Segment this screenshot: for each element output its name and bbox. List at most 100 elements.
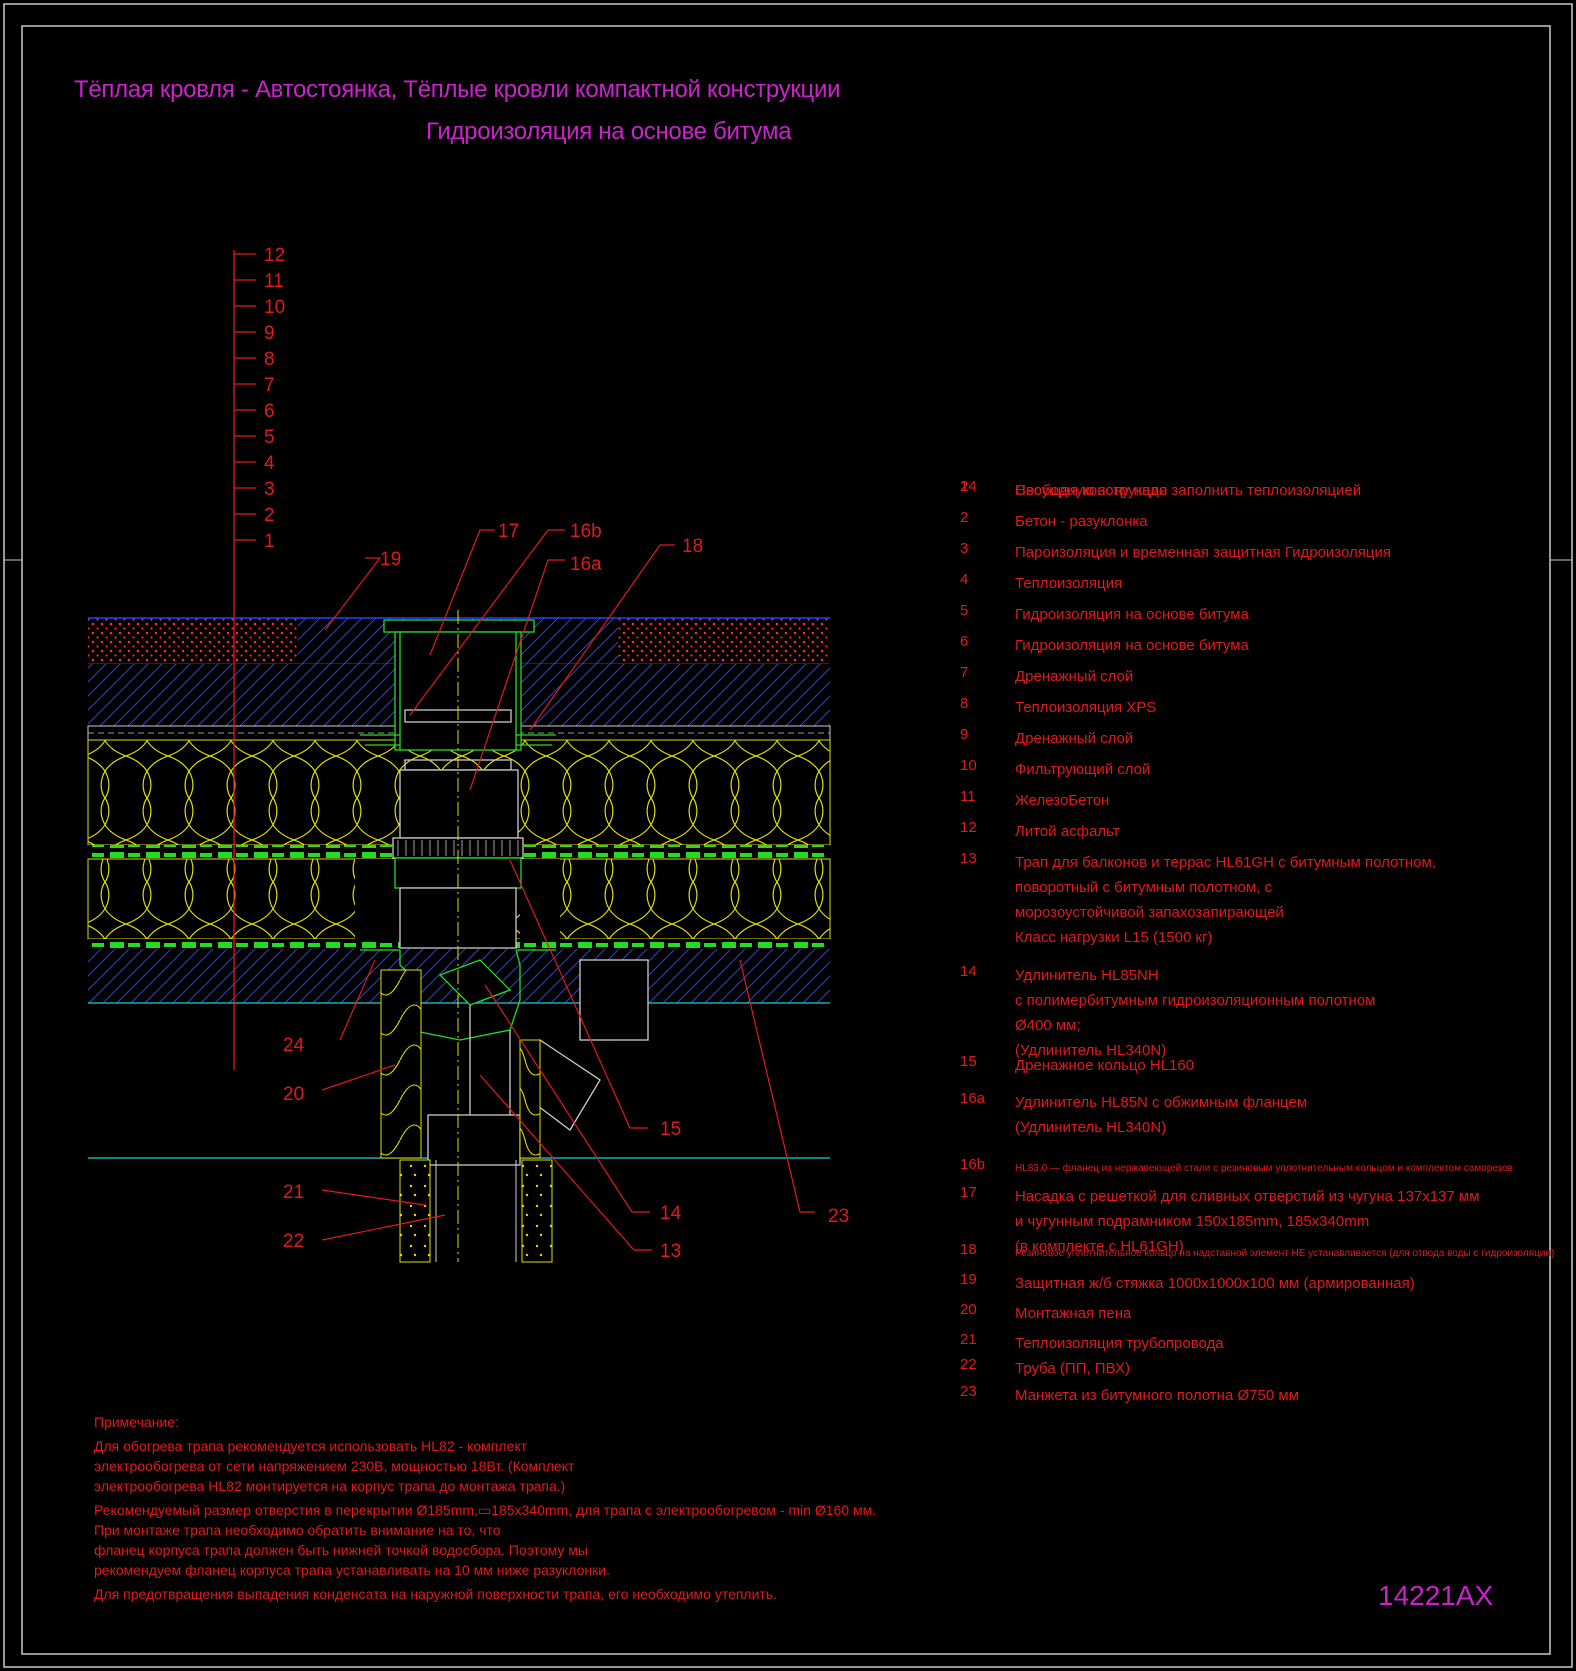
layer-mark-3: 3 xyxy=(264,479,275,500)
legend-item-line: (Удлинитель HL340N) xyxy=(1015,1042,1167,1059)
legend-item-line: и чугунным подрамником 150x185mm, 185x34… xyxy=(1015,1213,1370,1230)
callout-21: 21 xyxy=(283,1182,304,1203)
legend-item-line: (в комплекте с HL61GH) xyxy=(1015,1238,1184,1255)
callout-16a: 16a xyxy=(570,554,602,575)
legend-item-line: Теплоизоляция XPS xyxy=(1015,699,1157,716)
legend-item-text: Фильтрующий слой xyxy=(1015,757,1150,782)
legend-item-line: Труба (ПП, ПВХ) xyxy=(1015,1360,1130,1377)
legend-item-number: 17 xyxy=(960,1184,977,1201)
legend-item-text: Удлинитель HL85N с обжимным фланцем(Удли… xyxy=(1015,1090,1307,1140)
legend-item-number: 15 xyxy=(960,1053,977,1070)
inner-frame xyxy=(21,25,1551,1655)
legend-item-text: HL83.0 — фланец из нержавеющей стали с р… xyxy=(1015,1156,1513,1181)
layer-mark-7: 7 xyxy=(264,375,275,396)
legend-item-number: 4 xyxy=(960,571,969,588)
legend-item-number: 21 xyxy=(960,1331,977,1348)
layer-mark-4: 4 xyxy=(264,453,275,474)
legend-item-text: Теплоизоляция трубопровода xyxy=(1015,1331,1224,1356)
drawing-code: 14221AX xyxy=(1378,1580,1494,1611)
legend-item-text: Гидроизоляция на основе битума xyxy=(1015,633,1249,658)
legend-item-line: с полимербитумным гидроизоляционным поло… xyxy=(1015,992,1376,1009)
legend-item-text: Пароизоляция и временная защитная Гидрои… xyxy=(1015,540,1391,565)
legend-item-line: Класс нагрузки L15 (1500 кг) xyxy=(1015,929,1213,946)
layer-mark-9: 9 xyxy=(264,323,275,344)
legend-item-text: Дренажный слой xyxy=(1015,726,1133,751)
callout-18: 18 xyxy=(682,536,703,557)
legend-item-number: 13 xyxy=(960,850,977,867)
legend-item-number: 6 xyxy=(960,633,969,650)
legend-item-line: Дренажный слой xyxy=(1015,668,1134,685)
legend-item-line: Насадка с решеткой для сливных отверстий… xyxy=(1015,1188,1480,1205)
legend-item-number: 20 xyxy=(960,1301,977,1318)
legend-item-text: Резиновое уплотнительное кольцо на надст… xyxy=(1015,1241,1554,1266)
legend-item-text: Теплоизоляция XPS xyxy=(1015,695,1156,720)
legend-item-number: 7 xyxy=(960,664,969,681)
layer-mark-5: 5 xyxy=(264,427,275,448)
legend-item-line: Теплоизоляция трубопровода xyxy=(1015,1335,1224,1352)
legend-item-text: Бетон - разуклонка xyxy=(1015,509,1148,534)
legend-item-line: (Удлинитель HL340N) xyxy=(1015,1119,1167,1136)
legend-item-number: 9 xyxy=(960,726,969,743)
callout-24: 24 xyxy=(283,1035,305,1056)
legend-item-line: Литой асфальт xyxy=(1015,823,1120,840)
legend-item-number: 16b xyxy=(960,1156,986,1173)
legend-item-line: HL83.0 — фланец из нержавеющей стали с р… xyxy=(1015,1163,1513,1174)
legend-item-line: Фильтрующий слой xyxy=(1015,761,1151,778)
legend-item-text: Свободную зону надо заполнить теплоизоля… xyxy=(1015,478,1361,503)
legend-item-line: Защитная ж/б стяжка 1000x1000x100 мм (ар… xyxy=(1015,1275,1415,1292)
legend-item-line: Теплоизоляция xyxy=(1015,575,1123,592)
legend-item-line: Резиновое уплотнительное кольцо на надст… xyxy=(1015,1248,1555,1259)
callout-13: 13 xyxy=(660,1241,681,1262)
legend-item-text: Монтажная пена xyxy=(1015,1301,1131,1326)
legend-item-line: Трап для балконов и террас HL61GH с биту… xyxy=(1015,854,1436,871)
note-line-4: Рекомендуемый размер отверстия в перекры… xyxy=(94,1502,877,1518)
legend-item-number: 12 xyxy=(960,819,977,836)
legend-item-number: 18 xyxy=(960,1241,977,1258)
legend-item-line: Манжета из битумного полотна Ø750 мм xyxy=(1015,1387,1299,1404)
drawing-subtitle: Гидроизоляция на основе битума xyxy=(426,118,792,145)
legend-item-number: 3 xyxy=(960,540,969,557)
legend-item-text: Удлинитель HL85NH с полимербитумным гидро… xyxy=(1015,963,1375,1063)
note-line-1: Для обогрева трапа рекомендуется использ… xyxy=(94,1438,528,1454)
callout-leaders xyxy=(321,529,815,1251)
layer-mark-10: 10 xyxy=(264,297,285,318)
legend-item-text: Литой асфальт xyxy=(1015,819,1120,844)
note-line-7: рекомендуем фланец корпуса трапа устанав… xyxy=(94,1562,610,1578)
callout-16b: 16b xyxy=(570,521,602,542)
layer-marker-labels: 12 11 10 9 8 7 6 5 4 3 2 1 xyxy=(264,245,285,552)
note-line-8: Для предотвращения выпадения конденсата … xyxy=(94,1586,778,1602)
callout-23: 23 xyxy=(828,1206,849,1227)
legend-item-line: ЖелезоБетон xyxy=(1015,792,1110,809)
legend-item-number: 23 xyxy=(960,1383,977,1400)
layer-mark-1: 1 xyxy=(264,531,275,552)
legend-item-number: 22 xyxy=(960,1356,977,1373)
legend-item-line: Бетон - разуклонка xyxy=(1015,513,1148,530)
callout-14: 14 xyxy=(660,1203,682,1224)
note-line-3: электрообогрева HL82 монтируется на корп… xyxy=(94,1478,566,1494)
legend-item-line: морозоустойчивой запахозапирающей xyxy=(1015,904,1284,921)
legend-item-text: Манжета из битумного полотна Ø750 мм xyxy=(1015,1383,1299,1408)
layer-mark-6: 6 xyxy=(264,401,275,422)
legend-item-text: Дренажный слой xyxy=(1015,664,1133,689)
layer-mark-2: 2 xyxy=(264,505,275,526)
note-line-2: электрообогрева от сети напряжением 230В… xyxy=(94,1458,575,1474)
legend-item-number: 11 xyxy=(960,788,976,805)
legend-item-line: Монтажная пена xyxy=(1015,1305,1132,1322)
legend-item-number: 14 xyxy=(960,963,977,980)
legend-item-line: Удлинитель HL85NH xyxy=(1015,967,1159,984)
legend-item-number: 1 xyxy=(960,478,969,495)
callout-22: 22 xyxy=(283,1231,304,1252)
legend-item-line: Несущая конструкция xyxy=(1015,482,1168,499)
layer-marker-ticks xyxy=(234,253,256,541)
legend-item-number: 2 xyxy=(960,509,969,526)
legend-item-line: Гидроизоляция на основе битума xyxy=(1015,606,1249,623)
legend-item-text: Дренажное кольцо HL160 xyxy=(1015,1053,1194,1078)
legend-item-line: Дренажное кольцо HL160 xyxy=(1015,1057,1195,1074)
legend-item-text: ЖелезоБетон xyxy=(1015,788,1109,813)
drawing-title: Тёплая кровля - Автостоянка, Тёплые кров… xyxy=(74,76,841,103)
layer-mark-11: 11 xyxy=(264,271,284,292)
legend-item-number: 5 xyxy=(960,602,969,619)
legend-item-text: Трап для балконов и террас HL61GH с биту… xyxy=(1015,850,1436,950)
legend-item-line: Гидроизоляция на основе битума xyxy=(1015,637,1249,654)
